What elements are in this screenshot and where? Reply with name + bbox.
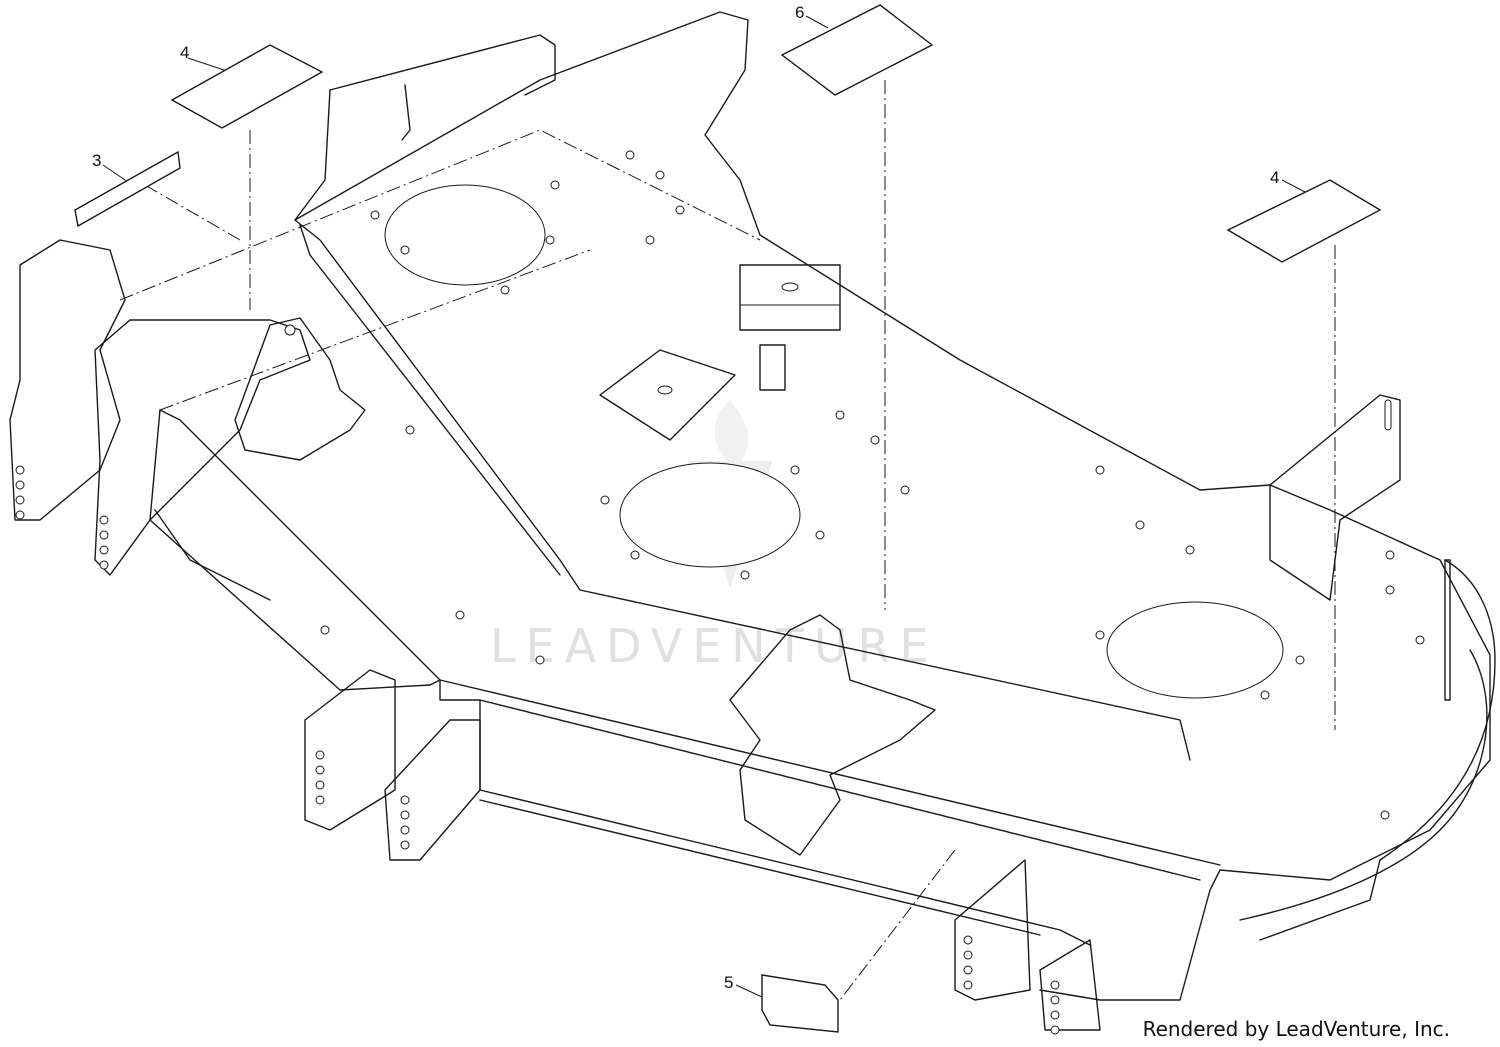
decals <box>74 4 1382 1033</box>
plate-hole <box>963 965 973 975</box>
block-hole <box>781 282 799 292</box>
callout-3: 3 <box>92 151 101 170</box>
callout-labels: 3 4 6 4 5 <box>92 3 1279 992</box>
plate-hole <box>400 810 410 820</box>
plate-hole <box>315 795 325 805</box>
spindle-opening-left <box>384 184 546 286</box>
bracket-slot <box>1384 399 1392 431</box>
callout-6: 6 <box>795 3 804 22</box>
decal-6 <box>780 4 934 96</box>
plate-hole <box>1050 980 1060 990</box>
plate-hole <box>963 980 973 990</box>
plate-hole <box>1050 1010 1060 1020</box>
decal-4-left <box>170 44 324 129</box>
plate-hole <box>1050 995 1060 1005</box>
plate-hole <box>315 780 325 790</box>
bracket-hole <box>284 324 296 336</box>
spindle-opening-right <box>1106 601 1284 699</box>
plate-hole <box>400 795 410 805</box>
bracket-hole <box>15 495 25 505</box>
plate-hole <box>400 840 410 850</box>
bracket-hole <box>99 560 109 570</box>
plate-hole <box>315 750 325 760</box>
decal-5 <box>761 974 839 1033</box>
bracket-hole <box>15 465 25 475</box>
plate-hole <box>963 935 973 945</box>
leader-lines <box>102 15 1336 1001</box>
spindle-opening-center <box>619 462 801 568</box>
mower-deck <box>9 11 1496 1035</box>
plate-hole <box>963 950 973 960</box>
block-hole <box>657 385 673 395</box>
bracket-hole <box>99 545 109 555</box>
bracket-hole <box>15 510 25 520</box>
callout-4-left: 4 <box>180 43 189 62</box>
bracket-hole <box>15 480 25 490</box>
callout-5: 5 <box>724 973 733 992</box>
bracket-hole <box>99 530 109 540</box>
render-credit: Rendered by LeadVenture, Inc. <box>1142 1017 1450 1041</box>
decal-3 <box>74 150 181 228</box>
decal-4-right <box>1226 179 1382 263</box>
callout-4-right: 4 <box>1270 168 1279 187</box>
plate-hole <box>400 825 410 835</box>
bracket-hole <box>99 515 109 525</box>
plate-hole <box>1050 1025 1060 1035</box>
watermark-text: LEADVENTURE <box>490 619 939 673</box>
deck-holes <box>320 150 1425 820</box>
plate-hole <box>315 765 325 775</box>
